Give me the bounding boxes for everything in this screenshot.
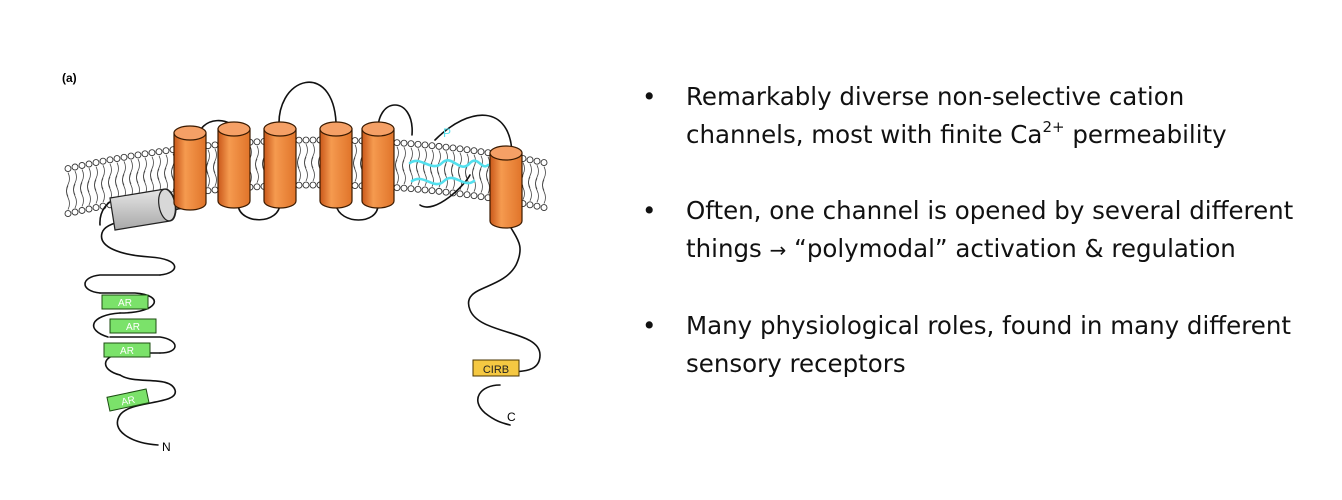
bullet-text: Remarkably diverse non-selective cation … [686,82,1185,149]
pre-s1-helix [109,188,177,231]
bullet-item-polymodal: • Often, one channel is opened by severa… [642,192,1302,269]
transmembrane-helices [173,121,523,229]
helix-s6 [489,145,523,229]
ankyrin-label: AR [126,322,140,333]
bullet-item-diversity: • Remarkably diverse non-selective catio… [642,78,1302,154]
c-terminus-label: C [507,410,516,424]
panel-label: (a) [62,71,77,85]
pore-loop [408,159,490,186]
bullet-marker: • [642,196,657,225]
bullet-text-end: permeability [1064,120,1227,149]
helix-s3 [263,121,297,209]
bullet-marker: • [642,82,657,111]
ankyrin-repeat-domain: AR AR AR AR [101,294,157,412]
helix-s2 [217,121,251,209]
bullet-item-roles: • Many physiological roles, found in man… [642,307,1302,383]
helix-s1 [173,125,207,211]
pore-label: P [443,126,451,140]
ankyrin-repeat-3: AR [103,342,151,358]
cirb-domain: CIRB [472,359,520,377]
helix-s4 [319,121,353,209]
n-terminus-label: N [162,440,171,454]
trp-channel-diagram: (a) P [62,71,548,454]
ankyrin-label: AR [120,395,136,409]
bullet-text: Many physiological roles, found in many … [686,311,1291,378]
ankyrin-repeat-1: AR [101,294,149,310]
helix-s5 [361,121,395,209]
peptide-chain [84,81,541,446]
bullet-list: • Remarkably diverse non-selective catio… [642,78,1302,383]
ankyrin-label: AR [118,298,132,309]
ankyrin-repeat-4: AR [106,388,150,412]
cirb-label: CIRB [483,364,509,376]
bullet-text: Often, one channel is opened by several … [686,196,1294,263]
superscript: 2+ [1042,118,1065,136]
ankyrin-repeat-2: AR [109,318,157,334]
bullet-marker: • [642,311,657,340]
bullet-text-end: “polymodal” activation & regulation [786,234,1236,263]
ankyrin-label: AR [120,346,134,357]
right-arrow-icon: → [769,238,787,262]
